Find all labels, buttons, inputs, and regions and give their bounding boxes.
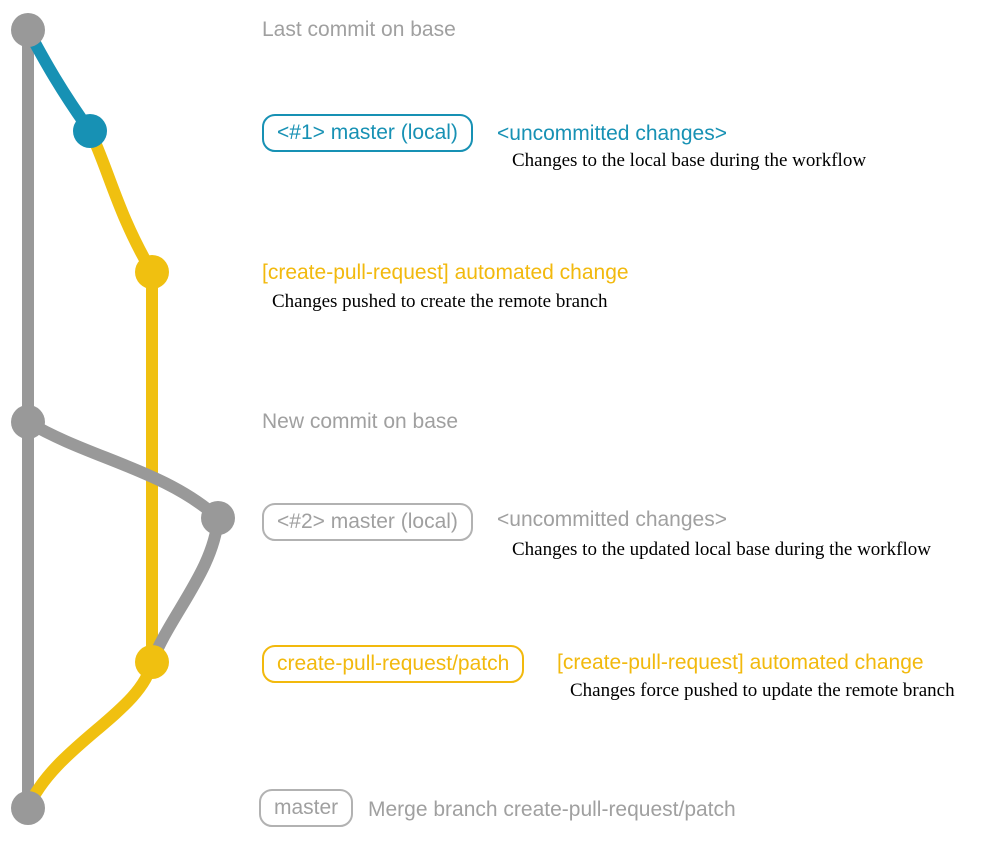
commit-node-last-base — [11, 13, 45, 47]
commit-node-master-local-1 — [73, 114, 107, 148]
label-automated-change-1: [create-pull-request] automated change — [262, 261, 629, 284]
patch-branch-edge — [84, 125, 158, 278]
label-new-commit-on-base: New commit on base — [262, 410, 459, 433]
badge-master-local-1: <#1> master (local) — [262, 114, 473, 152]
commit-node-automated-1 — [135, 255, 169, 289]
desc-force-pushed-update-remote: Changes force pushed to update the remot… — [570, 680, 955, 701]
desc-pushed-create-remote: Changes pushed to create the remote bran… — [272, 291, 608, 312]
commit-node-master-local-2 — [201, 501, 235, 535]
label-automated-change-2: [create-pull-request] automated change — [557, 651, 924, 674]
badge-master: master — [259, 789, 354, 827]
label-last-commit-on-base: Last commit on base — [262, 18, 456, 41]
label-uncommitted-changes-2: <uncommitted changes> — [497, 508, 727, 531]
local-master-edge-2 — [22, 416, 224, 524]
commit-node-merge — [11, 791, 45, 825]
merge-edge — [22, 656, 158, 814]
label-merge-branch-message: Merge branch create-pull-request/patch — [368, 798, 736, 821]
badge-master-local-2: <#2> master (local) — [262, 503, 473, 541]
commit-node-automated-2 — [135, 645, 169, 679]
local-master-edge-1 — [22, 24, 96, 137]
desc-updated-local-base: Changes to the updated local base during… — [512, 539, 931, 560]
label-uncommitted-changes-1: <uncommitted changes> — [497, 122, 727, 145]
desc-local-base-changes: Changes to the local base during the wor… — [512, 150, 867, 171]
badge-create-pull-request-patch: create-pull-request/patch — [262, 645, 525, 683]
rebase-edge — [146, 512, 224, 668]
commit-node-new-base — [11, 405, 45, 439]
